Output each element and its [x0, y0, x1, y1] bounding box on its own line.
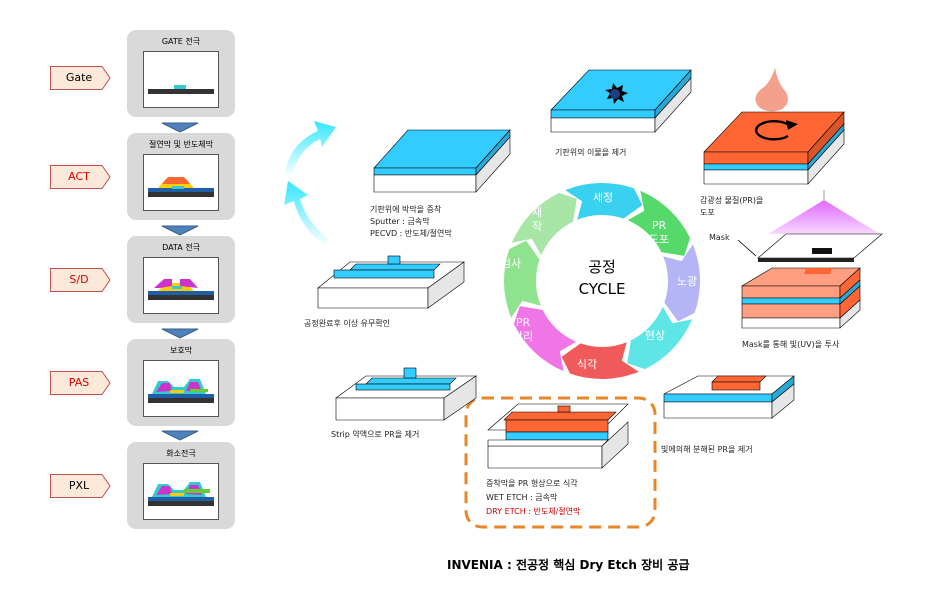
tag-label: PXL — [68, 479, 90, 492]
cycle-label-inspect: 검사 — [500, 257, 522, 270]
deposit-caption: 기판위에 박막을 증착 Sputter : 금속막 PECVD : 반도체/절연… — [370, 204, 452, 240]
tag-shape — [50, 165, 111, 189]
layer-diagram — [143, 257, 219, 314]
tag-shape — [50, 371, 111, 395]
cycle-center-line2: CYCLE — [578, 280, 626, 298]
inspect-caption: 공정완료후 이상 유무확인 — [304, 319, 391, 328]
panel-gate: GATE 전극 — [127, 30, 235, 117]
tag-label: Gate — [65, 71, 93, 84]
cycle-segment-strip — [513, 306, 577, 372]
down-arrow-2 — [161, 225, 199, 236]
etch-caption-dry: DRY ETCH : 반도체/절연막 — [486, 507, 581, 516]
expose-substrate — [737, 190, 883, 329]
process-cycle-ring — [504, 183, 700, 379]
tag-pxl: PXL — [50, 474, 116, 498]
tag-act: ACT — [50, 165, 116, 189]
layer-stack — [148, 482, 214, 506]
layer-stack — [148, 279, 214, 300]
etch-caption-2: WET ETCH : 금속막 — [486, 493, 558, 502]
panel-title: 절연막 및 반도체막 — [149, 140, 213, 149]
cycle-label-develop: 현상 — [644, 329, 666, 342]
coat-caption: 감광성 물질(PR)을 도포 — [700, 195, 763, 219]
layer-diagram — [143, 463, 219, 520]
tag-shape — [50, 268, 111, 292]
layer-diagram — [143, 360, 219, 417]
tag-label: S/D — [69, 273, 89, 286]
tag-sd: S/D — [50, 268, 116, 292]
deposit-caption-3: PECVD : 반도체/절연막 — [370, 229, 452, 238]
cycle-segment-expose — [663, 244, 700, 322]
cycle-segment-rework — [511, 192, 577, 256]
cycle-label-coat: PR 도포 — [648, 219, 670, 246]
coat-caption-2: 도포 — [700, 208, 715, 217]
cycle-segment-develop — [627, 306, 693, 370]
tag-label: PAS — [68, 376, 90, 389]
develop-substrate — [663, 375, 795, 419]
inspect-substrate — [317, 255, 465, 309]
footer-caption: INVENIA : 전공정 핵심 Dry Etch 장비 공급 — [447, 558, 690, 572]
panel-pxl: 화소전극 — [127, 442, 235, 529]
clean-substrate — [550, 69, 692, 133]
tag-label: ACT — [68, 170, 90, 183]
cycle-label-clean: 세정 — [592, 191, 614, 204]
panel-title: 화소전극 — [166, 449, 196, 458]
tag-gate: Gate — [50, 66, 116, 90]
panel-title: GATE 전극 — [161, 37, 201, 46]
coat-substrate — [703, 68, 845, 185]
cycle-label-rework: 재 작 — [531, 206, 543, 233]
layer-stack — [148, 177, 214, 197]
tag-pas: PAS — [50, 371, 116, 395]
tag-shape — [50, 66, 111, 90]
mask-label: Mask — [709, 233, 730, 242]
strip-caption: Strip 약액으로 PR을 제거 — [331, 430, 420, 439]
layer-stack — [148, 379, 214, 403]
cycle-center: 공정 CYCLE — [560, 256, 644, 300]
layer-diagram — [143, 51, 219, 108]
strip-substrate — [335, 367, 477, 421]
panel-sd: DATA 전극 — [127, 236, 235, 323]
layer-stack — [148, 85, 214, 94]
cycle-segment-inspect — [504, 240, 541, 318]
develop-caption: 빛에의해 분해된 PR을 제거 — [661, 445, 753, 454]
layer-diagram — [143, 154, 219, 211]
down-arrow-3 — [161, 328, 199, 339]
cycle-label-strip: PR 박리 — [512, 316, 534, 343]
panel-pas: 보호막 — [127, 339, 235, 426]
down-arrow-4-icon — [161, 430, 199, 441]
etch-caption: 증착막을 PR 형상으로 식각 WET ETCH : 금속막 DRY ETCH … — [486, 477, 580, 519]
deposit-caption-2: Sputter : 금속막 — [370, 217, 430, 226]
panel-act: 절연막 및 반도체막 — [127, 133, 235, 220]
deposit-caption-1: 기판위에 박막을 증착 — [370, 205, 442, 214]
panel-title: 보호막 — [169, 346, 193, 355]
curved-arrows-icon — [284, 121, 336, 247]
cycle-segment-coat — [627, 190, 691, 256]
tag-shape — [50, 474, 111, 498]
panel-title: DATA 전극 — [162, 243, 200, 252]
dry-etch-highlight — [464, 396, 657, 529]
etch-caption-1: 증착막을 PR 형상으로 식각 — [486, 479, 578, 488]
expose-caption: Mask를 통해 빛(UV)을 투사 — [742, 340, 840, 349]
down-arrows — [161, 122, 199, 339]
cycle-center-line1: 공정 — [588, 258, 616, 276]
cycle-segment-clean — [565, 183, 643, 220]
etch-substrate — [487, 403, 629, 469]
cycle-label-expose: 노광 — [676, 275, 698, 288]
cycle-label-etch: 식각 — [576, 358, 598, 371]
deposit-substrate — [373, 129, 511, 193]
clean-caption: 기판위의 이물을 제거 — [555, 148, 627, 157]
down-arrow-1 — [161, 122, 199, 133]
coat-caption-1: 감광성 물질(PR)을 — [700, 196, 764, 205]
cycle-segment-etch — [561, 342, 639, 379]
